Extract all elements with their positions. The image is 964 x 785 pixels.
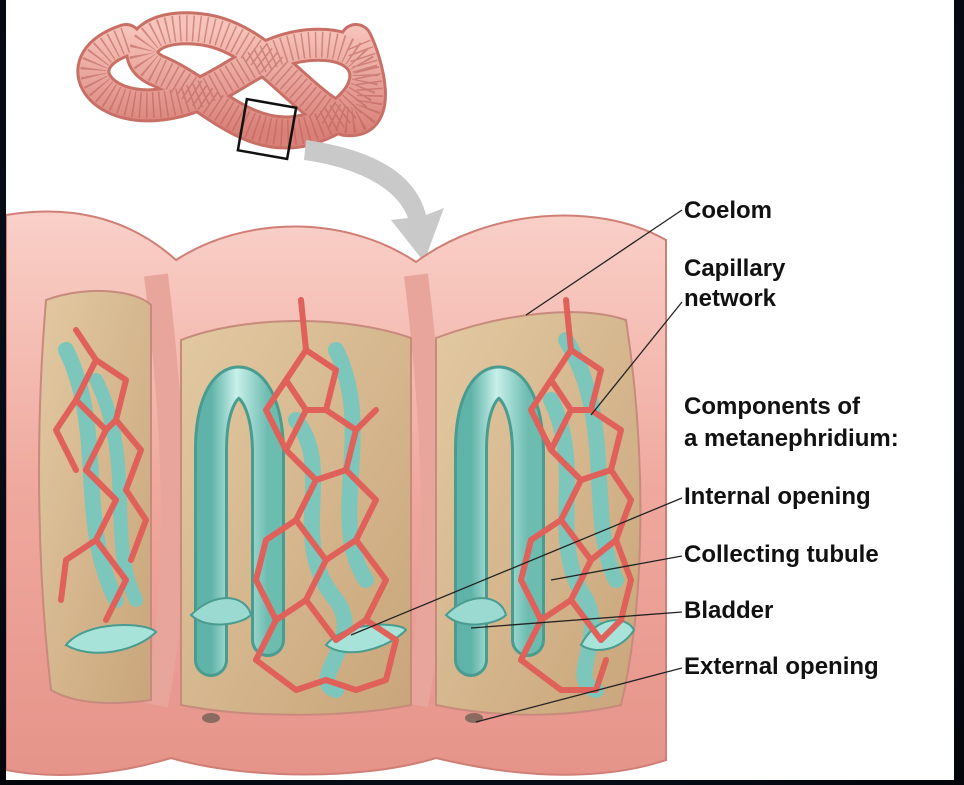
earthworm (93, 28, 370, 132)
diagram-panel: Coelom Capillary network Components of a… (6, 0, 954, 780)
label-components-line1: Components of (684, 392, 860, 422)
label-bladder: Bladder (684, 596, 773, 626)
label-coelom: Coelom (684, 196, 772, 226)
label-components-line2: a metanephridium: (684, 424, 899, 454)
label-collecting-tubule: Collecting tubule (684, 540, 879, 570)
label-external-opening: External opening (684, 652, 879, 682)
label-internal-opening: Internal opening (684, 482, 871, 512)
label-capillary-line1: Capillary (684, 254, 785, 284)
label-capillary-line2: network (684, 284, 776, 314)
